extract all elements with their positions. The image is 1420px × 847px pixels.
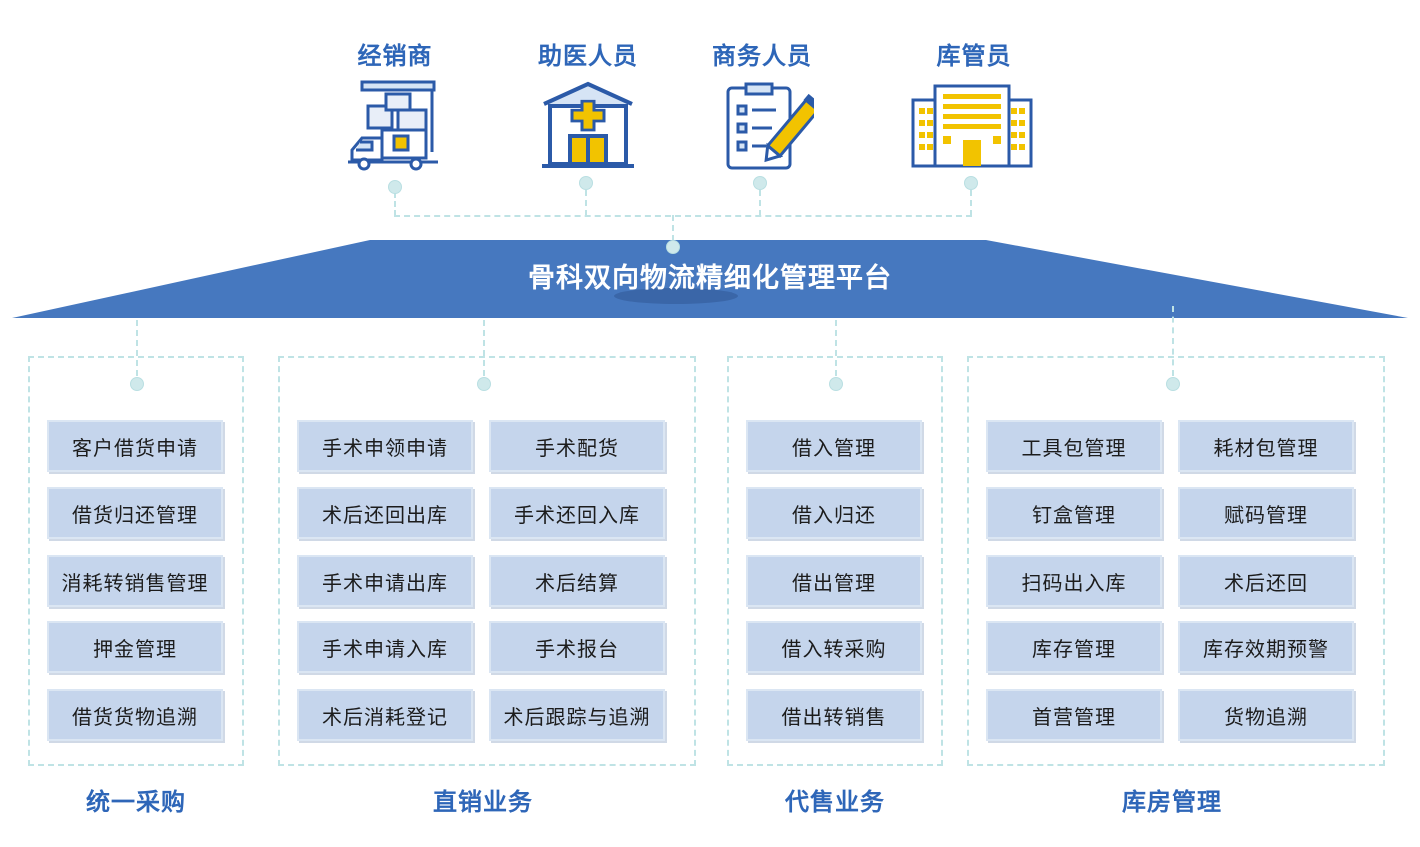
role-label-business-staff: 商务人员 — [712, 42, 812, 70]
warehouse-building-icon — [909, 80, 1035, 174]
connector-dot — [964, 176, 978, 190]
item-surgery-report[interactable]: 手术报台 — [489, 621, 665, 673]
connector-dot — [753, 176, 767, 190]
connector-business-staff — [759, 190, 761, 216]
connector-warehouse-keeper — [970, 190, 972, 216]
group-consignment — [727, 356, 943, 766]
item-surgery-claim-request[interactable]: 手术申领申请 — [297, 420, 473, 472]
item-nail-box-management[interactable]: 钉盒管理 — [986, 487, 1162, 539]
item-goods-trace[interactable]: 货物追溯 — [1178, 689, 1354, 741]
item-borrow-in-management[interactable]: 借入管理 — [746, 420, 922, 472]
group-title-procurement: 统一采购 — [86, 788, 186, 816]
item-customer-borrow-request[interactable]: 客户借货申请 — [47, 420, 223, 472]
item-scan-in-out[interactable]: 扫码出入库 — [986, 555, 1162, 607]
item-surgery-distribution[interactable]: 手术配货 — [489, 420, 665, 472]
group-title-direct-sales: 直销业务 — [433, 788, 533, 816]
item-surgery-request-outbound[interactable]: 手术申请出库 — [297, 555, 473, 607]
clipboard-pen-icon — [722, 80, 824, 176]
item-borrowed-goods-trace[interactable]: 借货货物追溯 — [47, 689, 223, 741]
platform-roof — [12, 240, 1408, 318]
item-inventory-management[interactable]: 库存管理 — [986, 621, 1162, 673]
group-procurement — [28, 356, 244, 766]
connector-group-procurement — [136, 320, 138, 376]
item-post-op-return-outbound[interactable]: 术后还回出库 — [297, 487, 473, 539]
delivery-truck-warehouse-icon — [346, 80, 440, 176]
item-lend-out-to-sales[interactable]: 借出转销售 — [746, 689, 922, 741]
group-direct-sales — [278, 356, 696, 766]
connector-to-platform — [672, 215, 674, 241]
item-post-op-return[interactable]: 术后还回 — [1178, 555, 1354, 607]
connector-dot — [1166, 377, 1180, 391]
connector-dot — [130, 377, 144, 391]
item-first-camp-management[interactable]: 首营管理 — [986, 689, 1162, 741]
hospital-icon — [540, 80, 636, 176]
item-surgery-request-inbound[interactable]: 手术申请入库 — [297, 621, 473, 673]
item-lend-out-management[interactable]: 借出管理 — [746, 555, 922, 607]
item-post-op-tracking-trace[interactable]: 术后跟踪与追溯 — [489, 689, 665, 741]
item-consumable-kit-management[interactable]: 耗材包管理 — [1178, 420, 1354, 472]
connector-roles-horizontal — [394, 215, 972, 217]
group-title-consignment: 代售业务 — [785, 788, 885, 816]
connector-dealer — [394, 192, 396, 216]
item-post-op-settlement[interactable]: 术后结算 — [489, 555, 665, 607]
item-coding-management[interactable]: 赋码管理 — [1178, 487, 1354, 539]
item-borrow-return-management[interactable]: 借货归还管理 — [47, 487, 223, 539]
group-warehouse — [967, 356, 1385, 766]
connector-dot — [579, 176, 593, 190]
connector-group-consignment — [835, 320, 837, 376]
item-deposit-management[interactable]: 押金管理 — [47, 621, 223, 673]
role-label-medical-assistant: 助医人员 — [538, 42, 638, 70]
item-consumption-to-sales[interactable]: 消耗转销售管理 — [47, 555, 223, 607]
role-label-dealer: 经销商 — [357, 42, 433, 70]
role-label-warehouse-keeper: 库管员 — [936, 42, 1012, 70]
item-surgery-return-inbound[interactable]: 手术还回入库 — [489, 487, 665, 539]
connector-group-direct-sales — [483, 320, 485, 376]
item-borrow-in-return[interactable]: 借入归还 — [746, 487, 922, 539]
connector-dot — [666, 240, 680, 254]
item-tool-kit-management[interactable]: 工具包管理 — [986, 420, 1162, 472]
item-expiry-warning[interactable]: 库存效期预警 — [1178, 621, 1354, 673]
item-borrow-in-to-purchase[interactable]: 借入转采购 — [746, 621, 922, 673]
connector-dot — [477, 377, 491, 391]
connector-group-warehouse — [1172, 306, 1174, 376]
connector-dot — [388, 180, 402, 194]
platform-title: 骨科双向物流精细化管理平台 — [528, 263, 892, 294]
connector-dot — [829, 377, 843, 391]
item-post-op-consumption-register[interactable]: 术后消耗登记 — [297, 689, 473, 741]
group-title-warehouse: 库房管理 — [1122, 788, 1222, 816]
connector-medical-assistant — [585, 190, 587, 216]
